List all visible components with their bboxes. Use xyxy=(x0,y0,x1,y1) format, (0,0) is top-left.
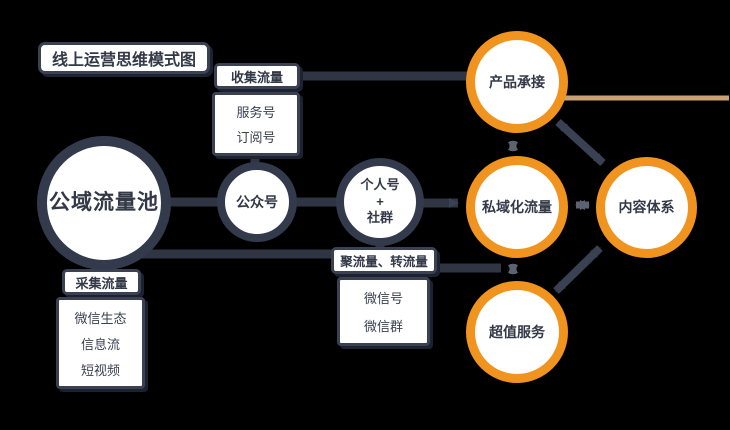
list-item: 微信生态 xyxy=(74,310,127,326)
node-label: 产品承接 xyxy=(489,73,545,90)
node-product-landing: 产品承接 xyxy=(466,31,568,133)
node-label: 公众号 xyxy=(236,193,278,210)
collect-traffic-label: 收集流量 xyxy=(214,63,300,89)
converge-traffic-list: 微信号 微信群 xyxy=(337,277,430,346)
gather-traffic-list: 微信生态 信息流 短视频 xyxy=(56,297,145,389)
node-label-line: + xyxy=(376,193,384,209)
node-official-account: 公众号 xyxy=(217,162,297,242)
node-label-line: 个人号 xyxy=(360,176,400,192)
diagram-title: 线上运营思维模式图 xyxy=(38,42,210,74)
node-label-line: 社群 xyxy=(366,210,393,226)
converge-traffic-text: 聚流量、转流量 xyxy=(340,255,428,269)
node-label: 公域流量池 xyxy=(49,191,159,215)
list-item: 信息流 xyxy=(80,336,120,352)
node-premium-service: 超值服务 xyxy=(466,281,568,383)
node-label: 私域化流量 xyxy=(482,198,552,215)
connector-product-content-diagonal xyxy=(555,119,606,166)
gather-traffic-text: 采集流量 xyxy=(75,275,128,291)
node-label: 个人号 + 社群 xyxy=(360,177,399,228)
node-personal-account-community: 个人号 + 社群 xyxy=(336,158,424,246)
node-public-traffic-pool: 公域流量池 xyxy=(37,136,171,270)
gather-traffic-label: 采集流量 xyxy=(62,269,141,295)
collect-traffic-list: 服务号 订阅号 xyxy=(212,92,300,156)
list-item: 微信群 xyxy=(363,318,403,334)
list-item: 订阅号 xyxy=(236,130,276,145)
connector-premium-content-diagonal xyxy=(553,245,603,294)
diagram-title-label: 线上运营思维模式图 xyxy=(51,52,196,69)
node-content-system: 内容体系 xyxy=(596,157,697,258)
list-item: 服务号 xyxy=(236,105,276,120)
node-label: 内容体系 xyxy=(618,199,675,216)
node-privatized-traffic: 私域化流量 xyxy=(466,156,568,258)
list-item: 短视频 xyxy=(80,362,120,378)
collect-traffic-text: 收集流量 xyxy=(230,69,283,85)
list-item: 微信号 xyxy=(363,291,403,307)
converge-traffic-label: 聚流量、转流量 xyxy=(331,247,437,274)
node-label: 超值服务 xyxy=(489,323,545,340)
